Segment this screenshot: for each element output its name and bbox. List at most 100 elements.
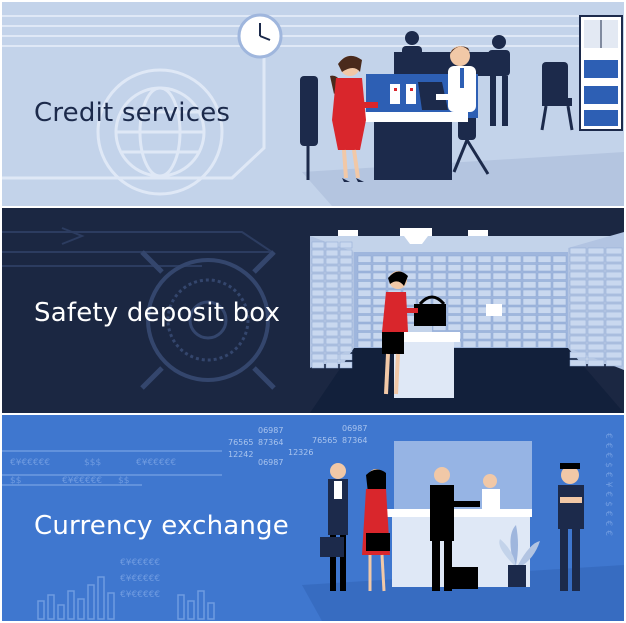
deposit-box-cell xyxy=(325,297,339,305)
deposit-box-cell xyxy=(552,289,567,297)
banner-currency-exchange: €¥€€€€€ $$$ €¥€€€€€ $$ €¥€€€€€ $$ 06987 … xyxy=(2,415,624,621)
deposit-box-cell xyxy=(311,345,325,353)
decorative-stripes xyxy=(2,15,582,47)
deposit-box-cell xyxy=(507,332,522,340)
deposit-box-cell xyxy=(339,353,353,361)
deposit-box-cell xyxy=(507,340,522,348)
deposit-box-cell xyxy=(462,306,477,314)
deposit-box-cell xyxy=(477,281,492,289)
currency-text: $$ xyxy=(10,476,21,486)
deposit-box-cell xyxy=(477,264,492,272)
bookshelf-icon xyxy=(579,15,623,131)
vault-dial-icon xyxy=(140,250,276,390)
deposit-box-cell xyxy=(522,323,537,331)
deposit-box-cell xyxy=(605,327,623,335)
deposit-box-cell xyxy=(537,289,552,297)
deposit-box-cell xyxy=(325,249,339,257)
deposit-box-cell xyxy=(587,263,605,271)
deposit-box-cell xyxy=(325,289,339,297)
deposit-box-cell xyxy=(522,255,537,263)
deposit-box-cell xyxy=(447,255,462,263)
deposit-box-cell xyxy=(605,351,623,359)
deposit-box-cell xyxy=(477,323,492,331)
deposit-box-cell xyxy=(587,351,605,359)
deposit-box-cell xyxy=(357,332,372,340)
banner-title: Credit services xyxy=(34,98,231,128)
deposit-box-cell xyxy=(522,289,537,297)
deposit-box-cell xyxy=(462,289,477,297)
deposit-box-cell xyxy=(311,281,325,289)
deposit-box-cell xyxy=(432,272,447,280)
deposit-box-cell xyxy=(587,335,605,343)
deposit-box-cell xyxy=(522,272,537,280)
deposit-box-cell xyxy=(432,281,447,289)
deposit-box-cell xyxy=(587,247,605,255)
deposit-box-cell xyxy=(605,295,623,303)
deposit-box-cell xyxy=(339,329,353,337)
teller-figure xyxy=(482,474,500,511)
deposit-box-cell xyxy=(311,249,325,257)
deposit-box-cell xyxy=(325,321,339,329)
credit-services-illustration xyxy=(2,13,624,206)
deposit-box-cell xyxy=(552,255,567,263)
deposit-box-cell xyxy=(311,337,325,345)
deposit-box-cell xyxy=(432,289,447,297)
deposit-box-cell xyxy=(569,247,587,255)
deposit-box-door xyxy=(486,304,502,316)
deposit-box-cell xyxy=(605,311,623,319)
deposit-box-cell xyxy=(552,323,567,331)
deposit-box-cell xyxy=(387,255,402,263)
currency-text: €¥€€€€€ xyxy=(62,476,102,486)
deposit-box-cell xyxy=(325,241,339,249)
number-text: 06987 xyxy=(258,426,283,435)
deposit-box-cell xyxy=(605,271,623,279)
deposit-box-cell xyxy=(569,343,587,351)
currency-symbols-bottom: €¥€€€€€ €¥€€€€€ €¥€€€€€ xyxy=(120,558,160,600)
deposit-box-cell xyxy=(311,321,325,329)
deposit-box-cell xyxy=(462,281,477,289)
deposit-box-cell xyxy=(311,297,325,305)
deposit-box-cell xyxy=(569,279,587,287)
deposit-box-cell xyxy=(325,281,339,289)
deposit-box-cell xyxy=(507,315,522,323)
deposit-box-cell xyxy=(447,315,462,323)
deposit-box-cell xyxy=(507,306,522,314)
deposit-box-cell xyxy=(357,306,372,314)
deposit-box-cell xyxy=(339,313,353,321)
deposit-box-cell xyxy=(569,287,587,295)
currency-exchange-illustration: €¥€€€€€ $$$ €¥€€€€€ $$ €¥€€€€€ $$ 06987 … xyxy=(2,424,624,621)
deposit-box-cell xyxy=(357,315,372,323)
deposit-box-cell xyxy=(477,340,492,348)
currency-symbols-right: €€€$€¥€$€€€ xyxy=(603,433,613,540)
deposit-box-cell xyxy=(339,345,353,353)
deposit-box-cell xyxy=(605,319,623,327)
deposit-box-cell xyxy=(507,272,522,280)
luggage-icon xyxy=(452,567,478,589)
deposit-box-cell xyxy=(552,306,567,314)
deposit-box-cell xyxy=(569,327,587,335)
deposit-box-cell xyxy=(311,329,325,337)
deposit-box-cell xyxy=(462,340,477,348)
security-guard-figure xyxy=(558,463,584,591)
deposit-box-cell xyxy=(507,281,522,289)
client-woman-figure xyxy=(362,469,390,592)
deposit-box-cell xyxy=(372,281,387,289)
deposit-box-cell xyxy=(447,289,462,297)
deposit-box-cell xyxy=(492,281,507,289)
currency-text: €¥€€€€€ xyxy=(120,590,160,600)
deposit-box-cell xyxy=(587,303,605,311)
deposit-box-cell xyxy=(492,255,507,263)
deposit-box-cell xyxy=(477,298,492,306)
briefcase-icon xyxy=(320,537,344,557)
deposit-box-cell xyxy=(605,255,623,263)
handbag-icon xyxy=(366,533,390,551)
safety-deposit-illustration xyxy=(2,227,624,413)
deposit-box-cell xyxy=(492,315,507,323)
deposit-box-cell xyxy=(552,332,567,340)
deposit-box-cell xyxy=(569,359,587,367)
staff-figure xyxy=(402,31,510,126)
deposit-box-cell xyxy=(492,264,507,272)
deposit-box-cell xyxy=(537,255,552,263)
currency-text: €¥€€€€€ xyxy=(120,574,160,584)
deposit-box-cell xyxy=(587,311,605,319)
